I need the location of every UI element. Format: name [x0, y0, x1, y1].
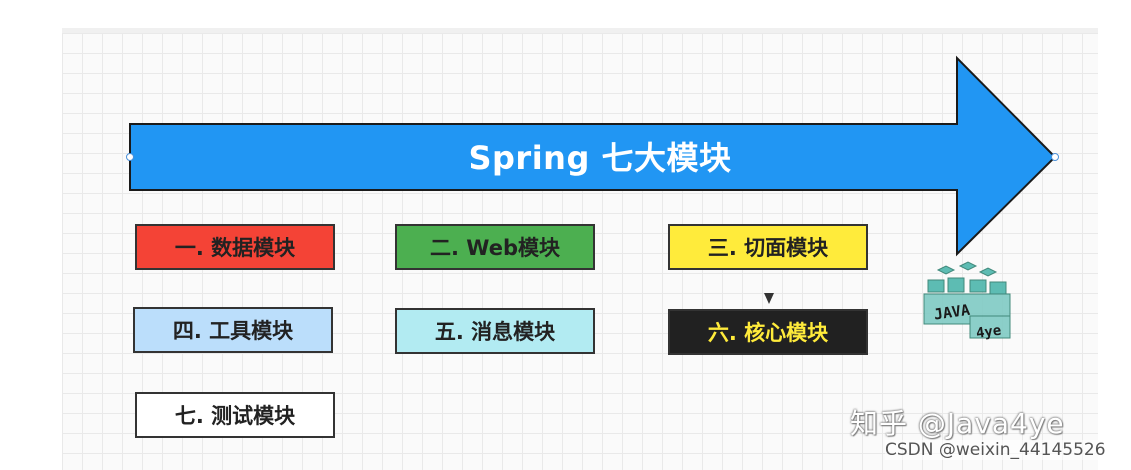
module-tools[interactable]: 四. 工具模块	[133, 307, 333, 353]
module-messaging[interactable]: 五. 消息模块	[395, 308, 595, 354]
module-label: 四. 工具模块	[172, 319, 294, 343]
module-test[interactable]: 七. 测试模块	[135, 392, 335, 438]
module-label: 七. 测试模块	[174, 404, 296, 428]
arrow-handle-left[interactable]	[126, 153, 134, 161]
module-aop[interactable]: 三. 切面模块	[668, 224, 868, 270]
module-web[interactable]: 二. Web模块	[395, 224, 595, 270]
module-data[interactable]: 一. 数据模块	[135, 224, 335, 270]
module-label: 六. 核心模块	[707, 321, 829, 345]
arrow-shape	[129, 55, 1057, 257]
diagram-title: Spring 七大模块	[468, 139, 732, 177]
java4ye-logo: JAVA 4ye	[923, 261, 1011, 342]
svg-text:JAVA: JAVA	[933, 301, 971, 324]
module-core[interactable]: 六. 核心模块	[668, 309, 868, 355]
csdn-watermark: CSDN @weixin_44145526	[885, 440, 1106, 460]
zhihu-watermark: 知乎 @Java4ye	[850, 407, 1065, 440]
svg-text:4ye: 4ye	[975, 323, 1002, 342]
arrow-handle-right[interactable]	[1051, 153, 1059, 161]
module-label: 五. 消息模块	[434, 320, 556, 344]
module-label: 三. 切面模块	[707, 236, 829, 260]
connector-caret-icon	[764, 293, 774, 304]
module-label: 二. Web模块	[430, 236, 560, 260]
module-label: 一. 数据模块	[174, 236, 296, 260]
